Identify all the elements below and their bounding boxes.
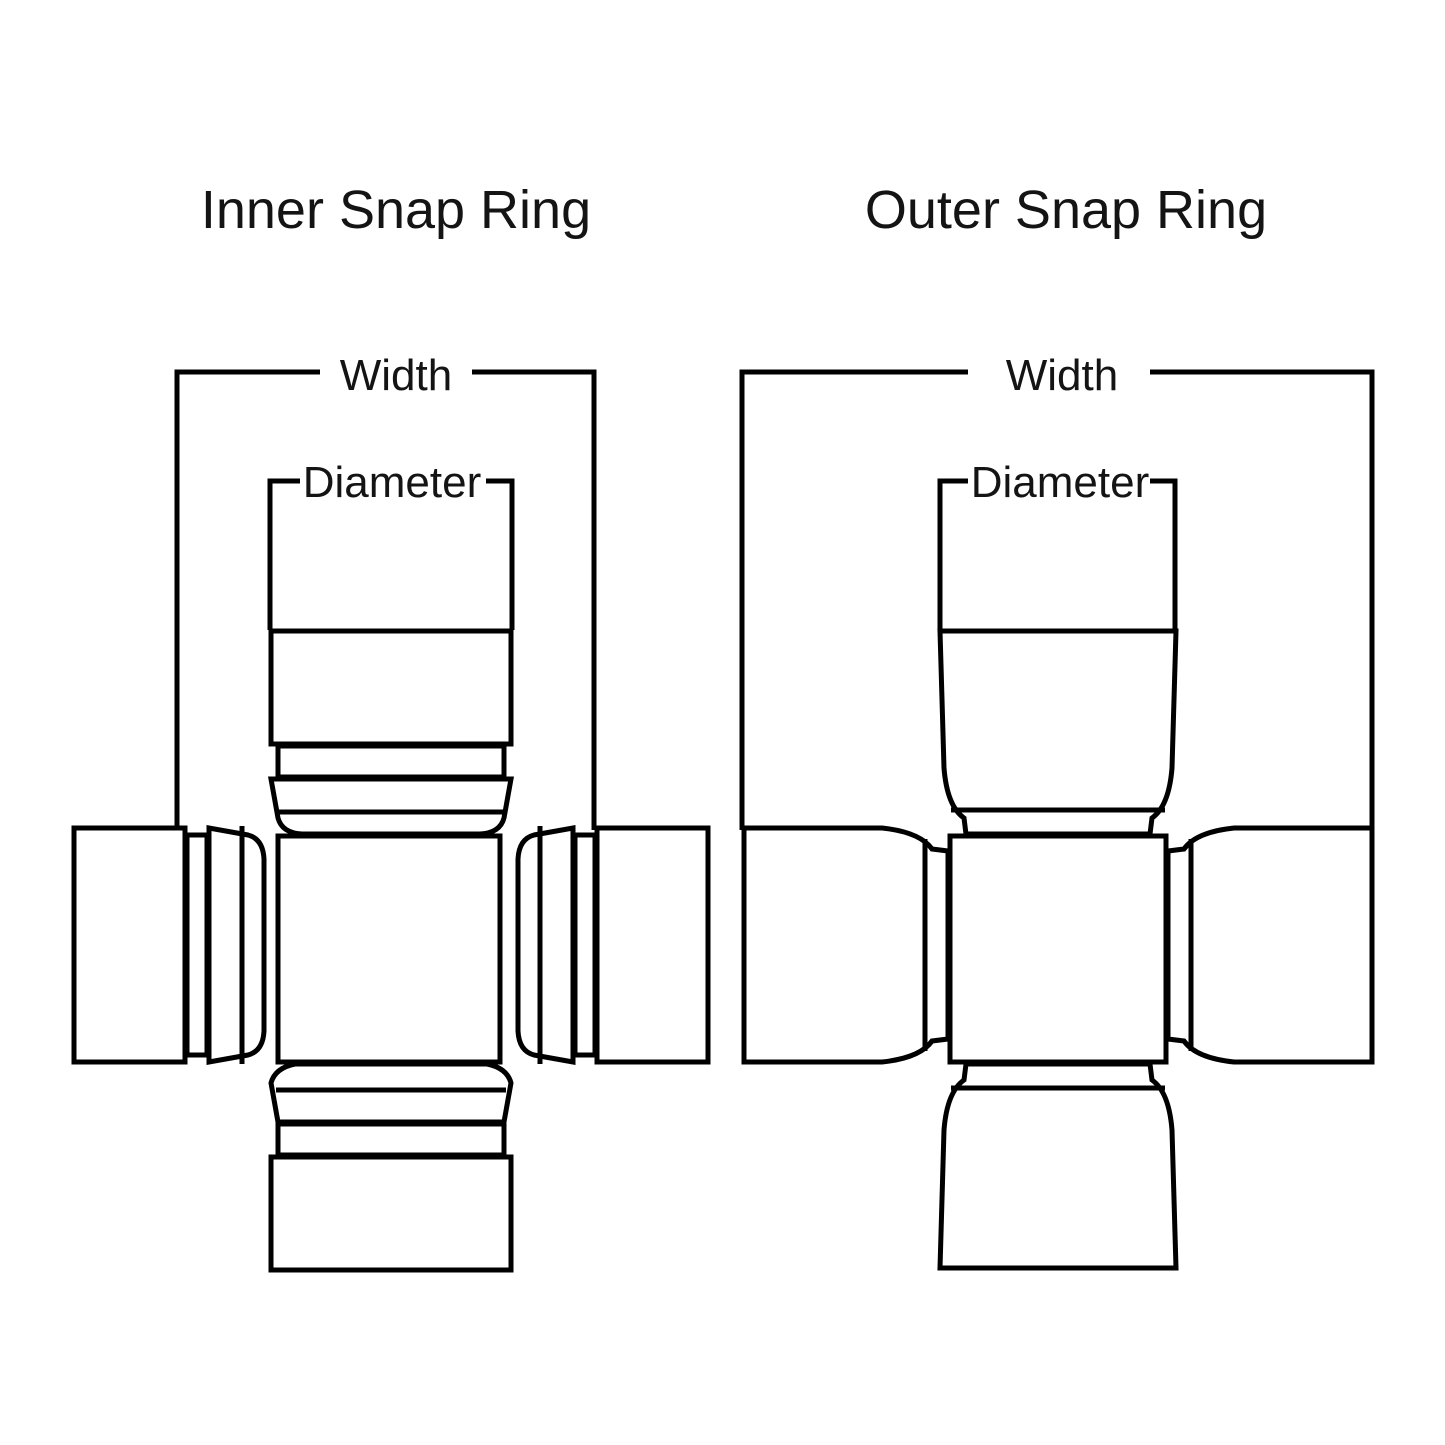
inner-left-bearing-cap (71, 825, 188, 1065)
inner-right-bearing-cap (594, 825, 711, 1065)
inner-top-arm (268, 628, 514, 837)
inner-bottom-flared-collar (268, 1061, 514, 1125)
inner-center-body (275, 833, 503, 1065)
outer-snap-ring-figure: Width Diameter (739, 351, 1375, 1271)
inner-bottom-snap-ring-band (275, 1121, 507, 1158)
inner-snap-ring-figure: Width Diameter (71, 351, 711, 1273)
inner-width-dimension: Width (174, 351, 597, 830)
outer-top-bearing-cap (937, 628, 1179, 837)
inner-top-bearing-cap (268, 628, 514, 747)
outer-snap-ring-title: Outer Snap Ring (865, 180, 1267, 240)
inner-diameter-bracket-right (486, 478, 515, 630)
outer-bottom-arm (937, 1061, 1179, 1271)
outer-diameter-dimension: Diameter (937, 458, 1178, 630)
inner-diameter-dimension: Diameter (267, 458, 515, 630)
inner-width-bracket-right (472, 369, 597, 830)
inner-left-flared-collar (206, 825, 267, 1065)
inner-bottom-bearing-cap (268, 1154, 514, 1273)
inner-top-flared-collar (268, 776, 514, 837)
outer-width-bracket-left (739, 369, 968, 830)
outer-right-bearing-cap (1165, 825, 1375, 1065)
inner-snap-ring-title: Inner Snap Ring (201, 180, 591, 240)
outer-diameter-bracket-left (937, 478, 968, 630)
inner-right-flared-collar (515, 825, 576, 1065)
inner-top-snap-ring-band (275, 743, 507, 780)
outer-diameter-label: Diameter (971, 458, 1150, 507)
outer-center-body (947, 833, 1169, 1065)
inner-left-arm (71, 825, 267, 1065)
inner-width-bracket-left (174, 369, 320, 830)
outer-left-arm (741, 825, 951, 1065)
outer-width-bracket-right (1150, 369, 1375, 830)
inner-width-label: Width (340, 351, 452, 400)
outer-right-arm (1165, 825, 1375, 1065)
inner-bottom-arm (268, 1061, 514, 1273)
outer-width-dimension: Width (739, 351, 1375, 830)
inner-right-snap-ring-band (572, 832, 598, 1058)
outer-bottom-bearing-cap (937, 1061, 1179, 1271)
outer-width-label: Width (1006, 351, 1118, 400)
inner-diameter-label: Diameter (303, 458, 482, 507)
inner-right-arm (515, 825, 711, 1065)
outer-left-bearing-cap (741, 825, 951, 1065)
outer-top-arm (937, 628, 1179, 837)
outer-diameter-bracket-right (1150, 478, 1178, 630)
inner-diameter-bracket-left (267, 478, 300, 630)
inner-left-snap-ring-band (184, 832, 210, 1058)
